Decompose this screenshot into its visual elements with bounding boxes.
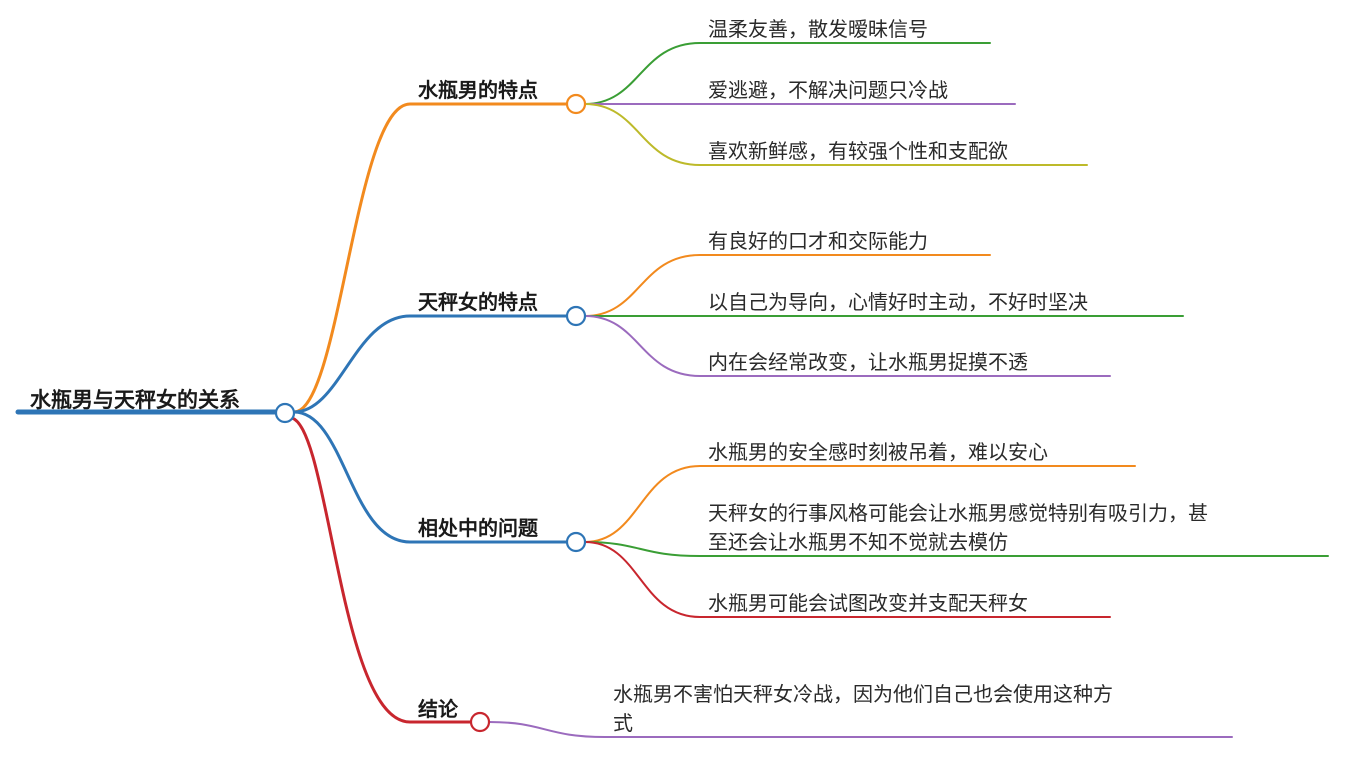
branch-topic-3[interactable]: 相处中的问题 — [418, 516, 539, 540]
leaf-topic-line-1[interactable]: 天秤女的行事风格可能会让水瓶男感觉特别有吸引力，甚 — [708, 501, 1208, 525]
root-topic[interactable]: 水瓶男与天秤女的关系 — [30, 388, 240, 412]
leaf-topic[interactable]: 水瓶男的安全感时刻被吊着，难以安心 — [708, 440, 1048, 464]
leaf-topic[interactable]: 水瓶男可能会试图改变并支配天秤女 — [708, 591, 1028, 615]
connector-leaf-1-3 — [584, 103, 1088, 166]
connector-branch-4 — [290, 416, 473, 724]
connector-leaf-2-3 — [584, 315, 1111, 377]
connector-leaf-3-2 — [584, 541, 1329, 557]
branch-topic-2[interactable]: 天秤女的特点 — [418, 290, 538, 314]
connector-branch-1 — [292, 102, 569, 414]
connector-leaf-1-1 — [584, 42, 991, 105]
branch-1-collapse-toggle[interactable] — [565, 93, 587, 115]
connector-branch-2 — [292, 314, 569, 414]
branch-2-collapse-toggle[interactable] — [565, 305, 587, 327]
connector-leaf-3-1 — [584, 465, 1136, 543]
branch-3-collapse-toggle[interactable] — [565, 531, 587, 553]
branch-topic-4[interactable]: 结论 — [418, 697, 459, 721]
leaf-topic[interactable]: 温柔友善，散发暧昧信号 — [708, 17, 928, 41]
leaf-topic[interactable]: 喜欢新鲜感，有较强个性和支配欲 — [708, 139, 1008, 163]
connector-leaf-4-1 — [488, 721, 1233, 738]
leaf-topic[interactable]: 有良好的口才和交际能力 — [708, 229, 928, 253]
leaf-topic[interactable]: 以自己为导向，心情好时主动，不好时坚决 — [708, 290, 1088, 314]
leaf-topic-line-2[interactable]: 式 — [613, 711, 633, 735]
branch-4-collapse-toggle[interactable] — [469, 711, 491, 733]
root-collapse-toggle[interactable] — [274, 402, 296, 424]
leaf-topic-line-1[interactable]: 水瓶男不害怕天秤女冷战，因为他们自己也会使用这种方 — [613, 682, 1113, 706]
leaf-topic-line-2[interactable]: 至还会让水瓶男不知不觉就去模仿 — [708, 530, 1008, 554]
leaf-topic[interactable]: 内在会经常改变，让水瓶男捉摸不透 — [708, 350, 1028, 374]
branch-topic-1[interactable]: 水瓶男的特点 — [418, 78, 538, 102]
connector-leaf-3-3 — [584, 541, 1111, 618]
connector-leaf-2-1 — [584, 254, 991, 317]
leaf-topic[interactable]: 爱逃避，不解决问题只冷战 — [708, 78, 948, 102]
connector-branch-3 — [292, 410, 569, 544]
